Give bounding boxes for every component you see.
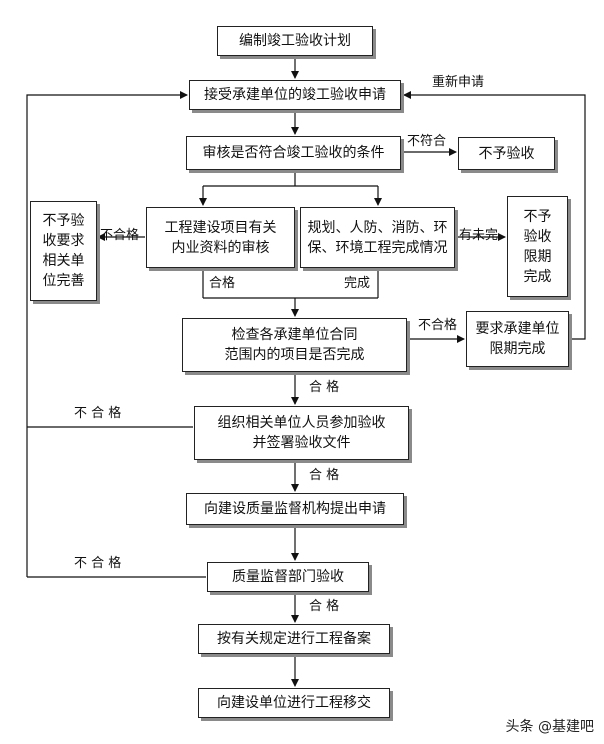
- label-qualified-organize: 合 格: [309, 468, 340, 483]
- label-unqualified-quality: 不 合 格: [74, 556, 122, 571]
- node-review: 审核是否符合竣工验收的条件: [186, 136, 401, 170]
- label-unqualified-contract: 不合格: [418, 318, 458, 333]
- watermark: 头条 @基建吧: [505, 719, 594, 735]
- label-reapply: 重新申请: [432, 75, 485, 90]
- return-trunk: [26, 91, 188, 577]
- label-completed-env: 完成: [344, 276, 371, 291]
- node-quality: 质量监督部门验收: [207, 562, 369, 592]
- label-incomplete: 有未完: [459, 228, 499, 243]
- node-env: 规划、人防、消防、环 保、环境工程完成情况: [300, 207, 455, 268]
- label-not-conform: 不符合: [407, 134, 447, 149]
- label-unqualified-left: 不合格: [100, 228, 140, 243]
- node-organize: 组织相关单位人员参加验收 并签署验收文件: [194, 406, 409, 460]
- loop-reapply: [403, 91, 586, 340]
- node-docs: 工程建设项目有关 内业资料的审核: [146, 207, 295, 268]
- node-record: 按有关规定进行工程备案: [198, 624, 390, 654]
- node-accept: 接受承建单位的竣工验收申请: [189, 80, 401, 110]
- node-right-reject: 不予 验收 限期 完成: [507, 196, 568, 297]
- label-qualified-quality: 合 格: [309, 599, 340, 614]
- label-qualified-contract: 合 格: [309, 380, 340, 395]
- node-reject: 不予验收: [458, 137, 555, 170]
- label-qualified-docs: 合格: [209, 276, 236, 291]
- label-unqualified-organize: 不 合 格: [74, 406, 122, 421]
- node-plan: 编制竣工验收计划: [217, 26, 373, 56]
- node-contract: 检查各承建单位合同 范围内的项目是否完成: [182, 318, 407, 372]
- node-require: 要求承建单位 限期完成: [466, 311, 569, 367]
- node-left-reject: 不予验 收要求 相关单 位完善: [30, 201, 97, 301]
- node-handover: 向建设单位进行工程移交: [198, 688, 390, 718]
- node-submit: 向建设质量监督机构提出申请: [186, 493, 404, 525]
